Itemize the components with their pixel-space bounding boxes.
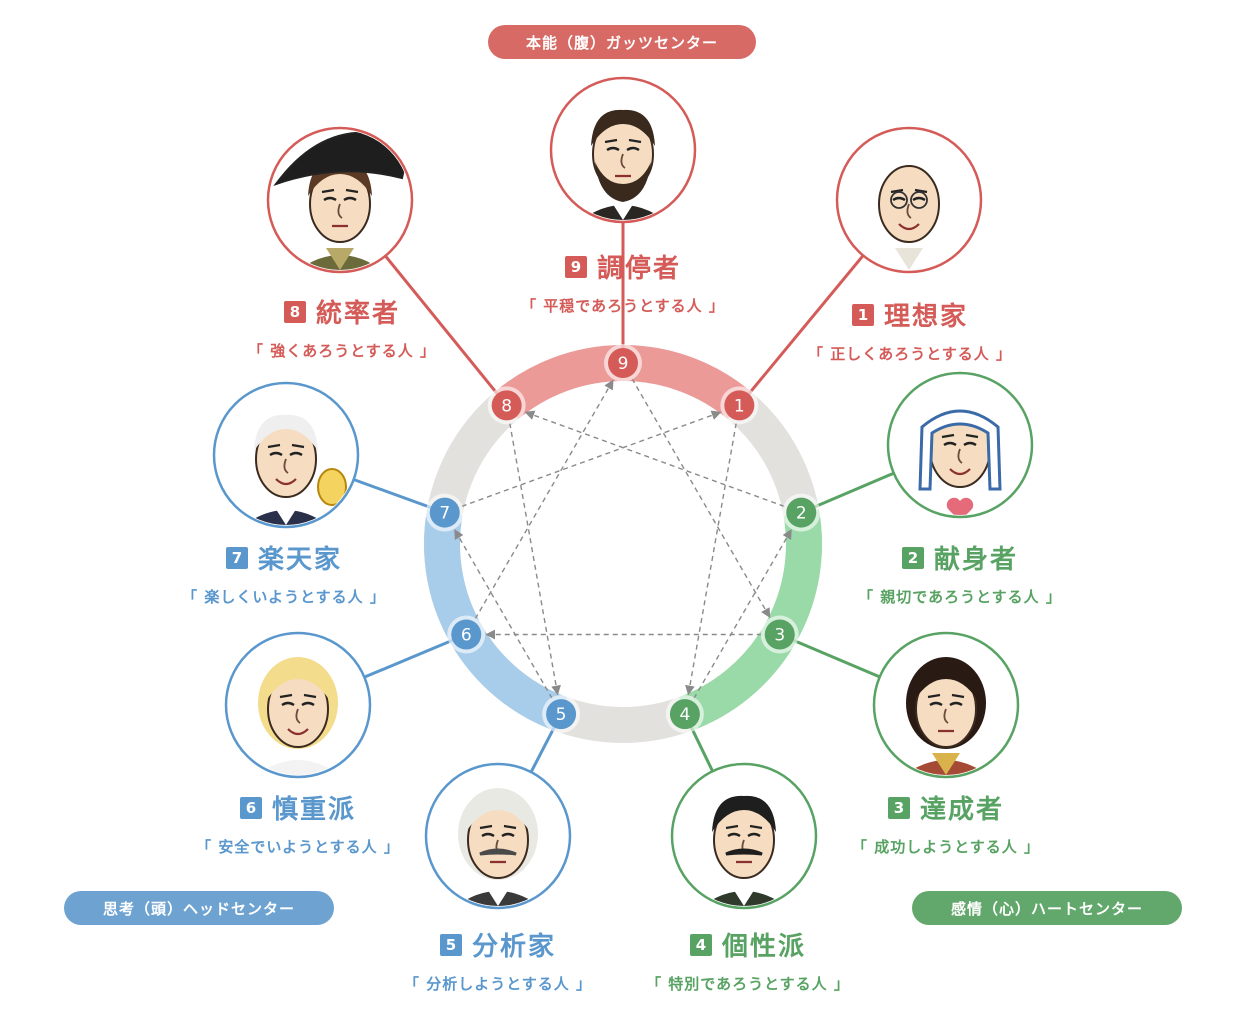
type-5-motto: 「 分析しようとする人 」 [338,973,658,994]
type-6-badge: 6 [240,797,262,819]
type-5-label: 5 分析家 「 分析しようとする人 」 [338,926,658,994]
type-9-badge: 9 [565,256,587,278]
type-2-node-label: 2 [796,504,807,524]
type-1-motto: 「 正しくあろうとする人 」 [750,343,1070,364]
type-8-node-label: 8 [501,396,512,416]
type-3-node-label: 3 [774,626,785,646]
type-3-title: 3 達成者 [786,789,1106,826]
type-4-node-label: 4 [679,705,690,725]
type-7-title: 7 楽天家 [124,539,444,576]
gut-center-pill: 本能（腹）ガッツセンター [488,25,756,59]
type-3-name: 達成者 [920,789,1004,826]
type-5-name: 分析家 [472,926,556,963]
mother-teresa-portrait-icon [888,373,1032,529]
type-6-name: 慎重派 [272,789,356,826]
arrow-8-to-5 [510,423,558,694]
type-6-node-label: 6 [461,626,472,646]
edison-portrait-icon [214,383,358,539]
type-8-label: 8 統率者 「 強くあろうとする人 」 [182,293,502,361]
type-7-node-label: 7 [439,504,450,524]
type-9-node-label: 9 [618,354,629,374]
type-7-label: 7 楽天家 「 楽しくいようとする人 」 [124,539,444,607]
type-4-name: 個性派 [722,926,806,963]
type-1-node-label: 1 [734,396,745,416]
type-1-label: 1 理想家 「 正しくあろうとする人 」 [750,296,1070,364]
type-1-title: 1 理想家 [750,296,1070,333]
monroe-portrait-icon [226,633,370,789]
type-9-title: 9 調停者 [463,248,783,285]
type-2-name: 献身者 [934,539,1018,576]
type-1-name: 理想家 [884,296,968,333]
type-6-label: 6 慎重派 「 安全でいようとする人 」 [138,789,458,857]
type-4-badge: 4 [690,934,712,956]
type-9-name: 調停者 [597,248,681,285]
type-8-badge: 8 [284,301,306,323]
type-3-badge: 3 [888,797,910,819]
type-9-label: 9 調停者 「 平穏であろうとする人 」 [463,248,783,316]
type-3-motto: 「 成功しようとする人 」 [786,836,1106,857]
type-6-title: 6 慎重派 [138,789,458,826]
type-7-badge: 7 [226,547,248,569]
type-9-motto: 「 平穏であろうとする人 」 [463,295,783,316]
arrow-1-to-4 [688,423,736,694]
type-5-node-label: 5 [556,705,567,725]
type-5-title: 5 分析家 [338,926,658,963]
type-8-title: 8 統率者 [182,293,502,330]
type-5-badge: 5 [440,934,462,956]
heart-center-pill: 感情（心）ハートセンター [912,891,1182,925]
type-1-badge: 1 [852,304,874,326]
head-center-pill: 思考（頭）ヘッドセンター [64,891,334,925]
lincoln-portrait-icon [551,78,695,234]
type-2-label: 2 献身者 「 親切であろうとする人 」 [800,539,1120,607]
type-3-label: 3 達成者 「 成功しようとする人 」 [786,789,1106,857]
type-8-motto: 「 強くあろうとする人 」 [182,340,502,361]
type-2-motto: 「 親切であろうとする人 」 [800,586,1120,607]
type-6-motto: 「 安全でいようとする人 」 [138,836,458,857]
elvis-portrait-icon [874,633,1018,789]
type-8-name: 統率者 [316,293,400,330]
type-2-title: 2 献身者 [800,539,1120,576]
type-2-badge: 2 [902,547,924,569]
type-7-motto: 「 楽しくいようとする人 」 [124,586,444,607]
type-7-name: 楽天家 [258,539,342,576]
